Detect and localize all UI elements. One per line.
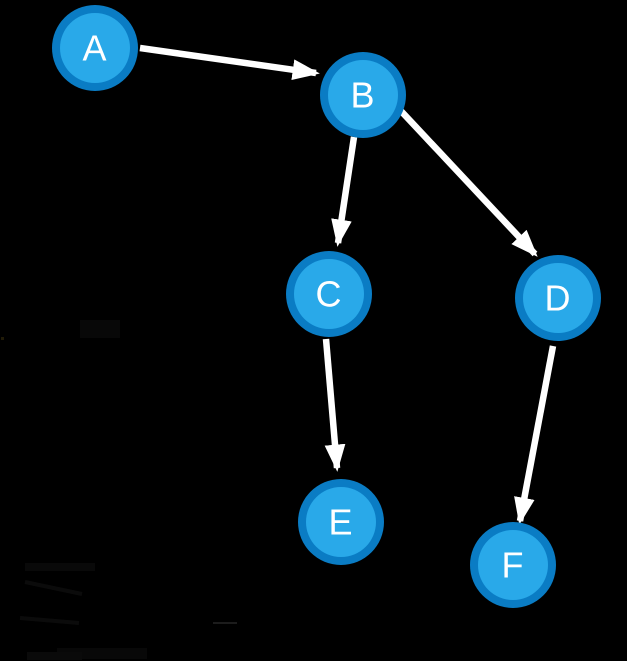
node-D[interactable]: D bbox=[515, 255, 601, 341]
node-body bbox=[60, 13, 130, 83]
node-A[interactable]: A bbox=[52, 5, 138, 91]
node-B[interactable]: B bbox=[320, 52, 406, 138]
edge-B-D bbox=[398, 108, 538, 257]
edges-layer bbox=[139, 44, 557, 525]
edge-A-B bbox=[139, 44, 320, 81]
node-body bbox=[306, 487, 376, 557]
node-body bbox=[478, 530, 548, 600]
node-body bbox=[523, 263, 593, 333]
edge-D-F bbox=[514, 345, 557, 525]
edge-B-C bbox=[331, 136, 358, 247]
node-E[interactable]: E bbox=[298, 479, 384, 565]
node-F[interactable]: F bbox=[470, 522, 556, 608]
screen-artifacts bbox=[1, 320, 237, 660]
node-body bbox=[328, 60, 398, 130]
edge-C-E bbox=[322, 338, 346, 472]
node-body bbox=[294, 259, 364, 329]
node-C[interactable]: C bbox=[286, 251, 372, 337]
